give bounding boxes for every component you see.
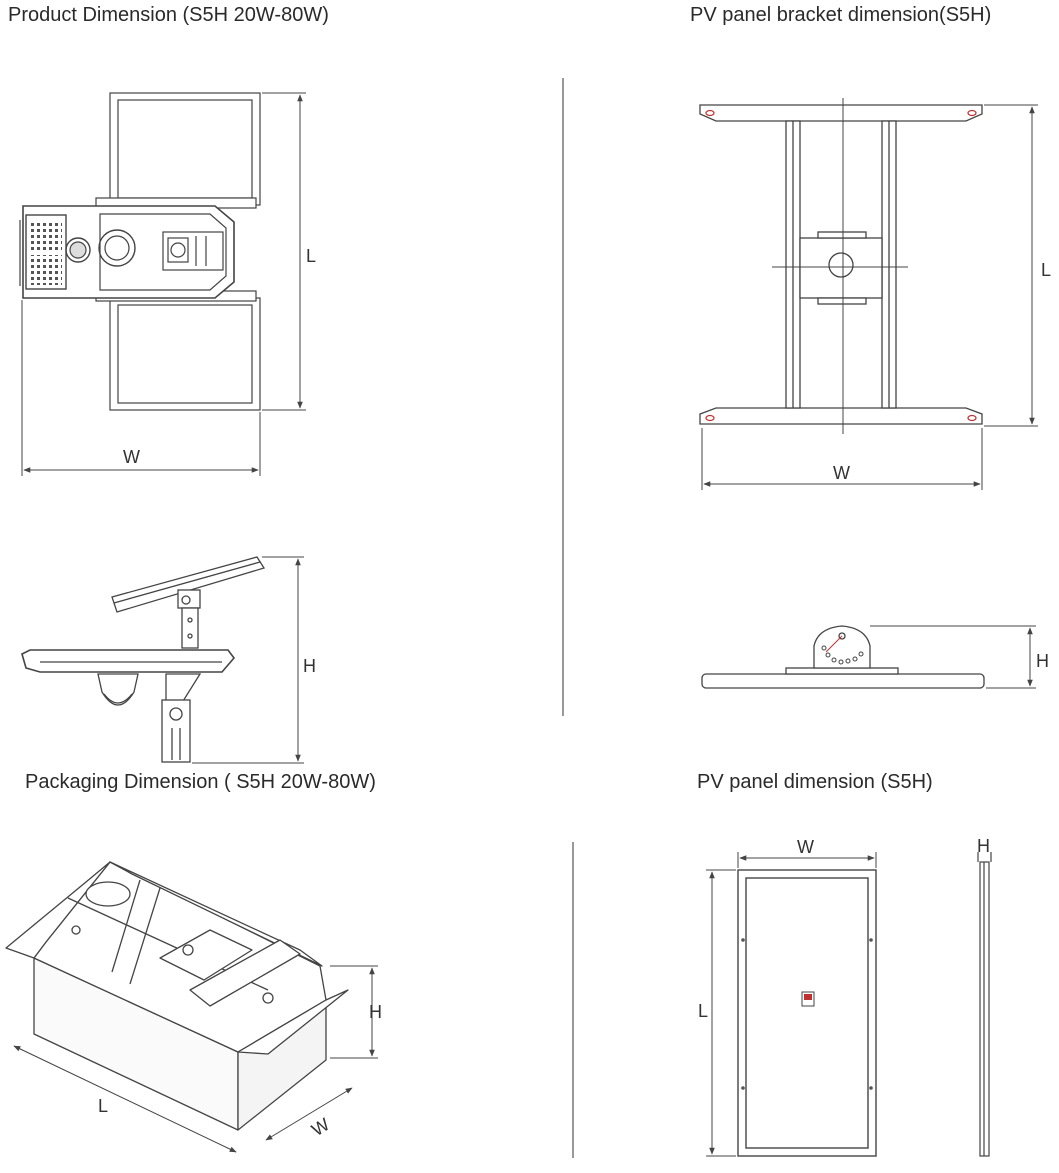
packaging-dimension-H: [330, 965, 378, 1059]
packaging-dimension-title: Packaging Dimension ( S5H 20W-80W): [25, 771, 376, 793]
product-side-view: [21, 556, 266, 763]
product-top-L-label: L: [306, 246, 316, 266]
bracket-side-dimension-H: [870, 625, 1036, 689]
pv-panel-junction-box: [801, 991, 815, 1007]
bracket-top-L-label: L: [1041, 260, 1051, 280]
pv-panel-side-profile: [977, 852, 992, 1157]
bracket-side-view: [701, 625, 985, 689]
bracket-top-W-label: W: [833, 463, 850, 483]
pv-panel-H-label: H: [977, 836, 990, 856]
product-top-W-label: W: [123, 447, 140, 467]
bracket-top-dimension-W: [701, 428, 983, 490]
bracket-side-tilt-holes: [821, 635, 864, 665]
pv-panel-W-label: W: [797, 837, 814, 857]
product-top-dimension-L: [262, 92, 306, 411]
packaging-box: [5, 861, 349, 1131]
product-dimension-title: Product Dimension (S5H 20W-80W): [8, 4, 329, 26]
bracket-dimension-title: PV panel bracket dimension(S5H): [690, 4, 992, 26]
bracket-top-view: [699, 104, 983, 425]
packaging-dimension-W: [265, 1087, 353, 1141]
panel-dimension-title: PV panel dimension (S5H): [697, 771, 933, 793]
bracket-top-dimension-L: [984, 104, 1038, 427]
pv-panel-dimension-W: [737, 852, 877, 868]
bracket-side-H-label: H: [1036, 651, 1049, 671]
product-side-dimension-H: [192, 556, 304, 764]
product-top-dimension-W: [21, 300, 261, 476]
product-top-view: [19, 92, 261, 411]
bracket-holes: [705, 109, 977, 422]
packaging-L-label: L: [98, 1096, 108, 1116]
packaging-W-label: W: [308, 1114, 333, 1140]
bracket-crosshair: [772, 98, 908, 434]
packaging-H-label: H: [369, 1002, 382, 1022]
pv-panel-front: [737, 869, 877, 1157]
pv-panel-mount-holes: [741, 938, 873, 1090]
pv-panel-dimension-L: [706, 869, 736, 1157]
product-side-H-label: H: [303, 656, 316, 676]
packaging-dimension-L: [13, 1045, 237, 1153]
pv-panel-L-label: L: [698, 1001, 708, 1021]
